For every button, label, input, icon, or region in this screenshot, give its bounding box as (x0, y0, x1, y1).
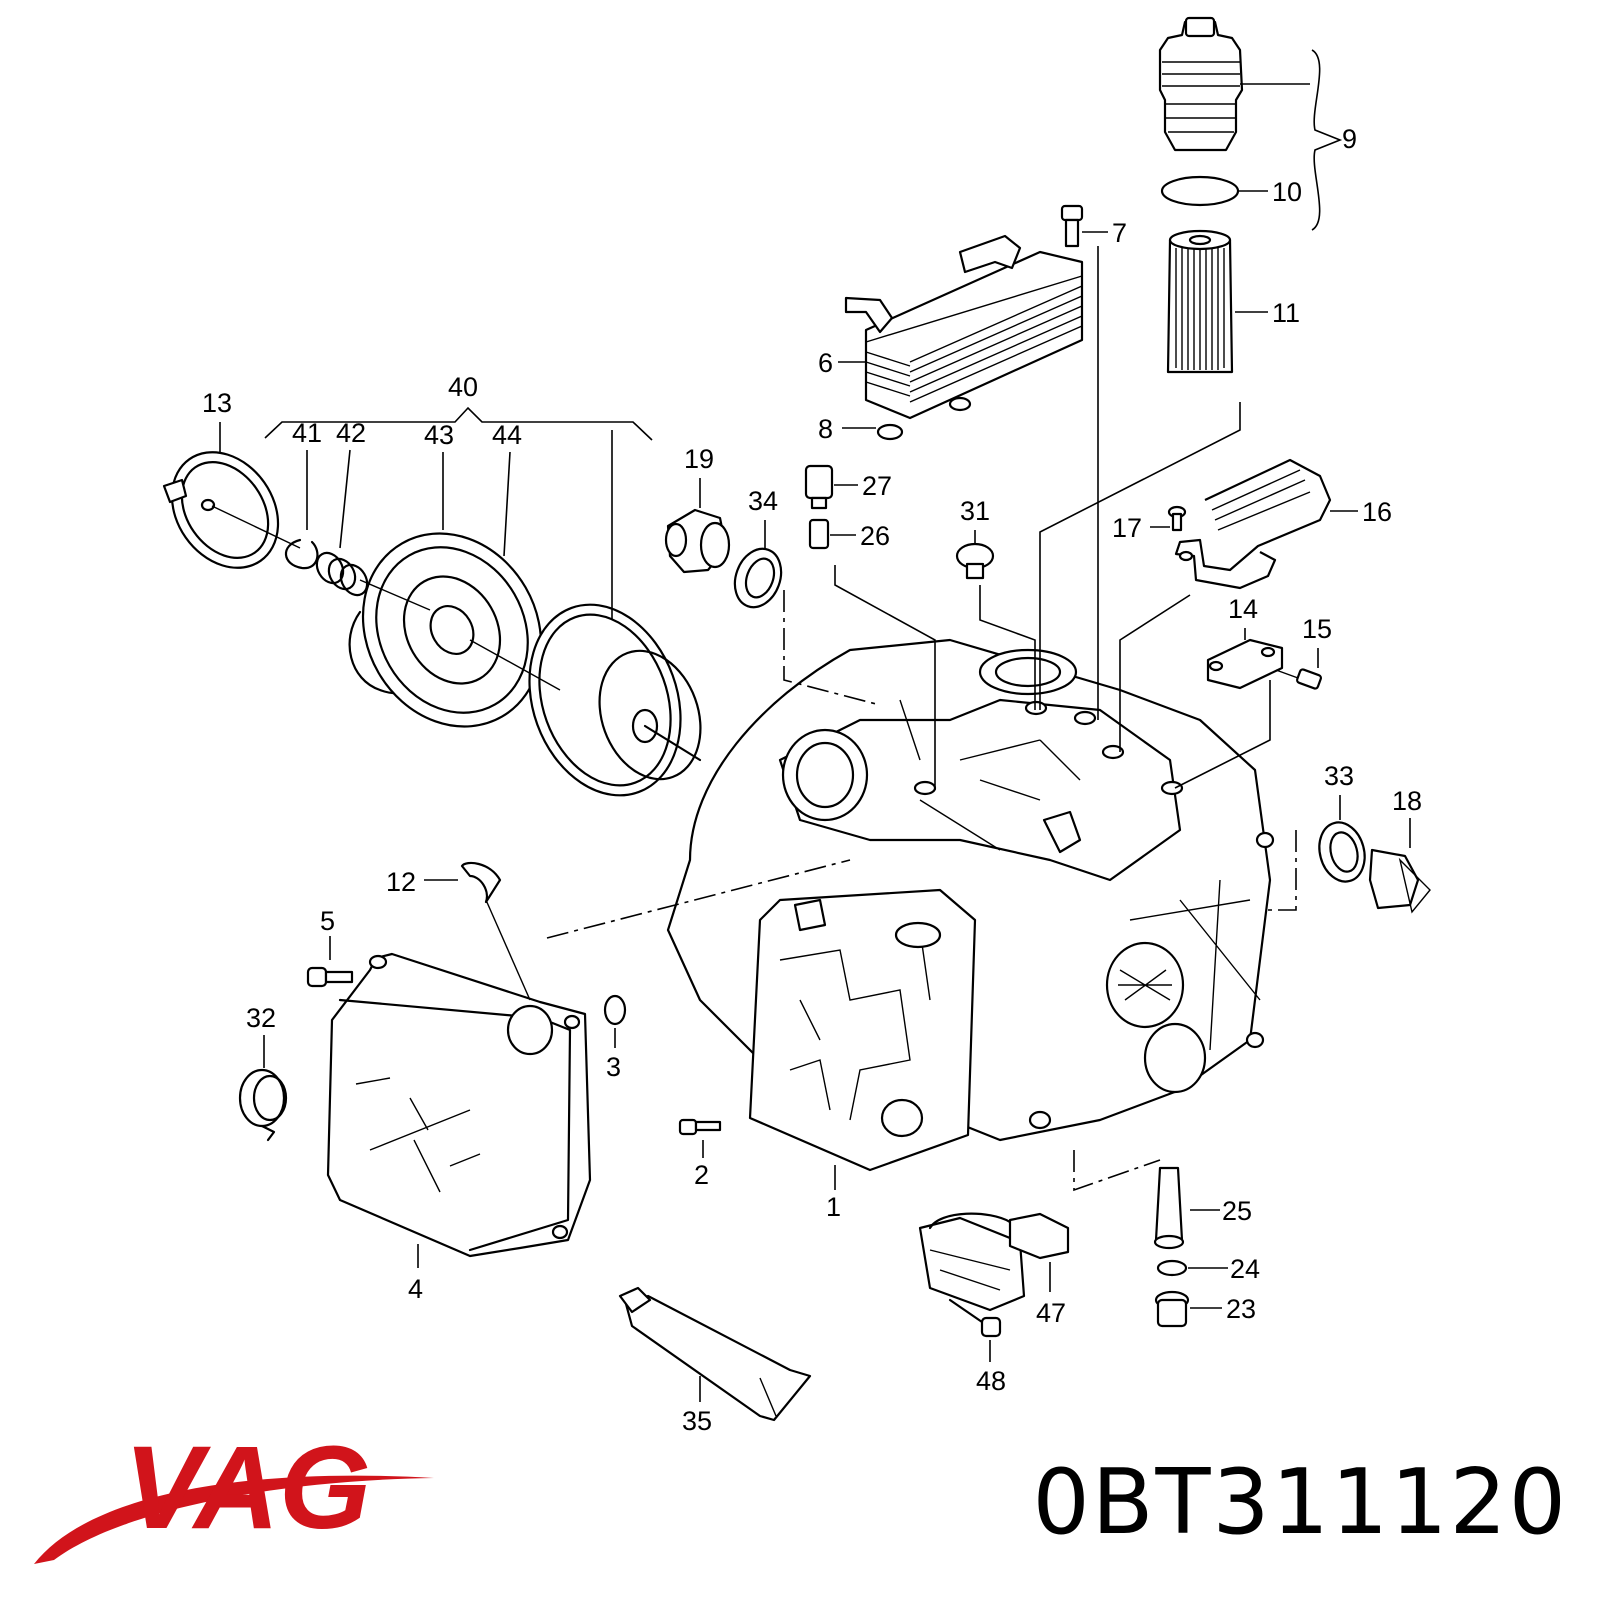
callout-9: 9 (1342, 124, 1357, 154)
callout-3: 3 (606, 1052, 621, 1082)
wiring-harness-47[interactable] (918, 1212, 1070, 1312)
bracket-14[interactable] (1206, 638, 1284, 690)
oil-filter-element[interactable] (1166, 229, 1234, 374)
oil-filter-seal[interactable] (1160, 175, 1240, 207)
callout-27: 27 (862, 471, 892, 501)
piston-44[interactable] (328, 501, 575, 759)
bolt-48[interactable] (948, 1298, 1002, 1338)
callout-24: 24 (1230, 1254, 1260, 1284)
dual-clutch[interactable] (504, 583, 718, 816)
callout-1: 1 (826, 1192, 841, 1222)
filter-tube-25[interactable] (1153, 1166, 1185, 1250)
part-27[interactable] (804, 464, 834, 510)
callout-47: 47 (1036, 1298, 1066, 1328)
callout-12: 12 (386, 867, 416, 897)
oil-cooler[interactable] (844, 234, 1084, 420)
seal-32[interactable] (238, 1068, 288, 1142)
bolt-15[interactable] (1275, 668, 1322, 690)
seal-34[interactable] (727, 542, 789, 613)
callout-17: 17 (1112, 513, 1142, 543)
sealant-tube-35[interactable] (618, 1286, 812, 1422)
callout-48: 48 (976, 1366, 1006, 1396)
seal-24[interactable] (1156, 1259, 1188, 1277)
seal-33[interactable] (1313, 817, 1371, 886)
callout-18: 18 (1392, 786, 1422, 816)
part-26[interactable] (808, 518, 830, 550)
plug-31[interactable] (955, 542, 995, 580)
callout-23: 23 (1226, 1294, 1256, 1324)
callout-4: 4 (408, 1274, 423, 1304)
cap-18[interactable] (1368, 848, 1431, 914)
callout-31: 31 (960, 496, 990, 526)
drain-plug-23[interactable] (1154, 1290, 1190, 1328)
callout-11: 11 (1272, 298, 1300, 328)
sensor-16[interactable] (1174, 458, 1332, 590)
clip-12[interactable] (460, 861, 502, 904)
callout-34: 34 (748, 486, 778, 516)
bolt-2[interactable] (678, 1118, 722, 1136)
circlip-41[interactable] (284, 538, 319, 570)
bolt-5[interactable] (306, 966, 354, 988)
seal-3[interactable] (603, 994, 627, 1026)
vag-logo: VAG (34, 1428, 434, 1564)
logo-swoosh (34, 1475, 434, 1564)
callout-19: 19 (684, 444, 714, 474)
callout-42: 42 (336, 418, 366, 448)
callout-8: 8 (818, 414, 833, 444)
brand-name: VAG (124, 1428, 371, 1554)
oil-cooler-seal[interactable] (876, 423, 904, 441)
callout-10: 10 (1272, 177, 1302, 207)
callout-26: 26 (860, 521, 890, 551)
callout-7: 7 (1112, 218, 1127, 248)
part-number: 0BT311120 (1032, 1450, 1568, 1555)
callout-43: 43 (424, 420, 454, 450)
callout-35: 35 (682, 1406, 712, 1436)
callout-25: 25 (1222, 1196, 1252, 1226)
callout-40: 40 (448, 372, 478, 402)
callout-2: 2 (694, 1160, 709, 1190)
bolt-7[interactable] (1060, 204, 1084, 248)
callout-16: 16 (1362, 497, 1392, 527)
cover-13[interactable] (150, 432, 300, 589)
callout-44: 44 (492, 420, 522, 450)
callout-41: 41 (292, 418, 322, 448)
callout-32: 32 (246, 1003, 276, 1033)
part-19[interactable] (664, 508, 731, 574)
callout-6: 6 (818, 348, 833, 378)
callout-13: 13 (202, 388, 232, 418)
oil-filter-cap[interactable] (1158, 16, 1244, 152)
callout-33: 33 (1324, 761, 1354, 791)
mechatronic-unit[interactable] (748, 888, 977, 1172)
callout-15: 15 (1302, 614, 1332, 644)
oil-pan-cover[interactable] (326, 899, 592, 1258)
callout-5: 5 (320, 906, 335, 936)
callout-14: 14 (1228, 594, 1258, 624)
spring-42[interactable] (312, 548, 373, 600)
bolt-17[interactable] (1167, 505, 1187, 532)
